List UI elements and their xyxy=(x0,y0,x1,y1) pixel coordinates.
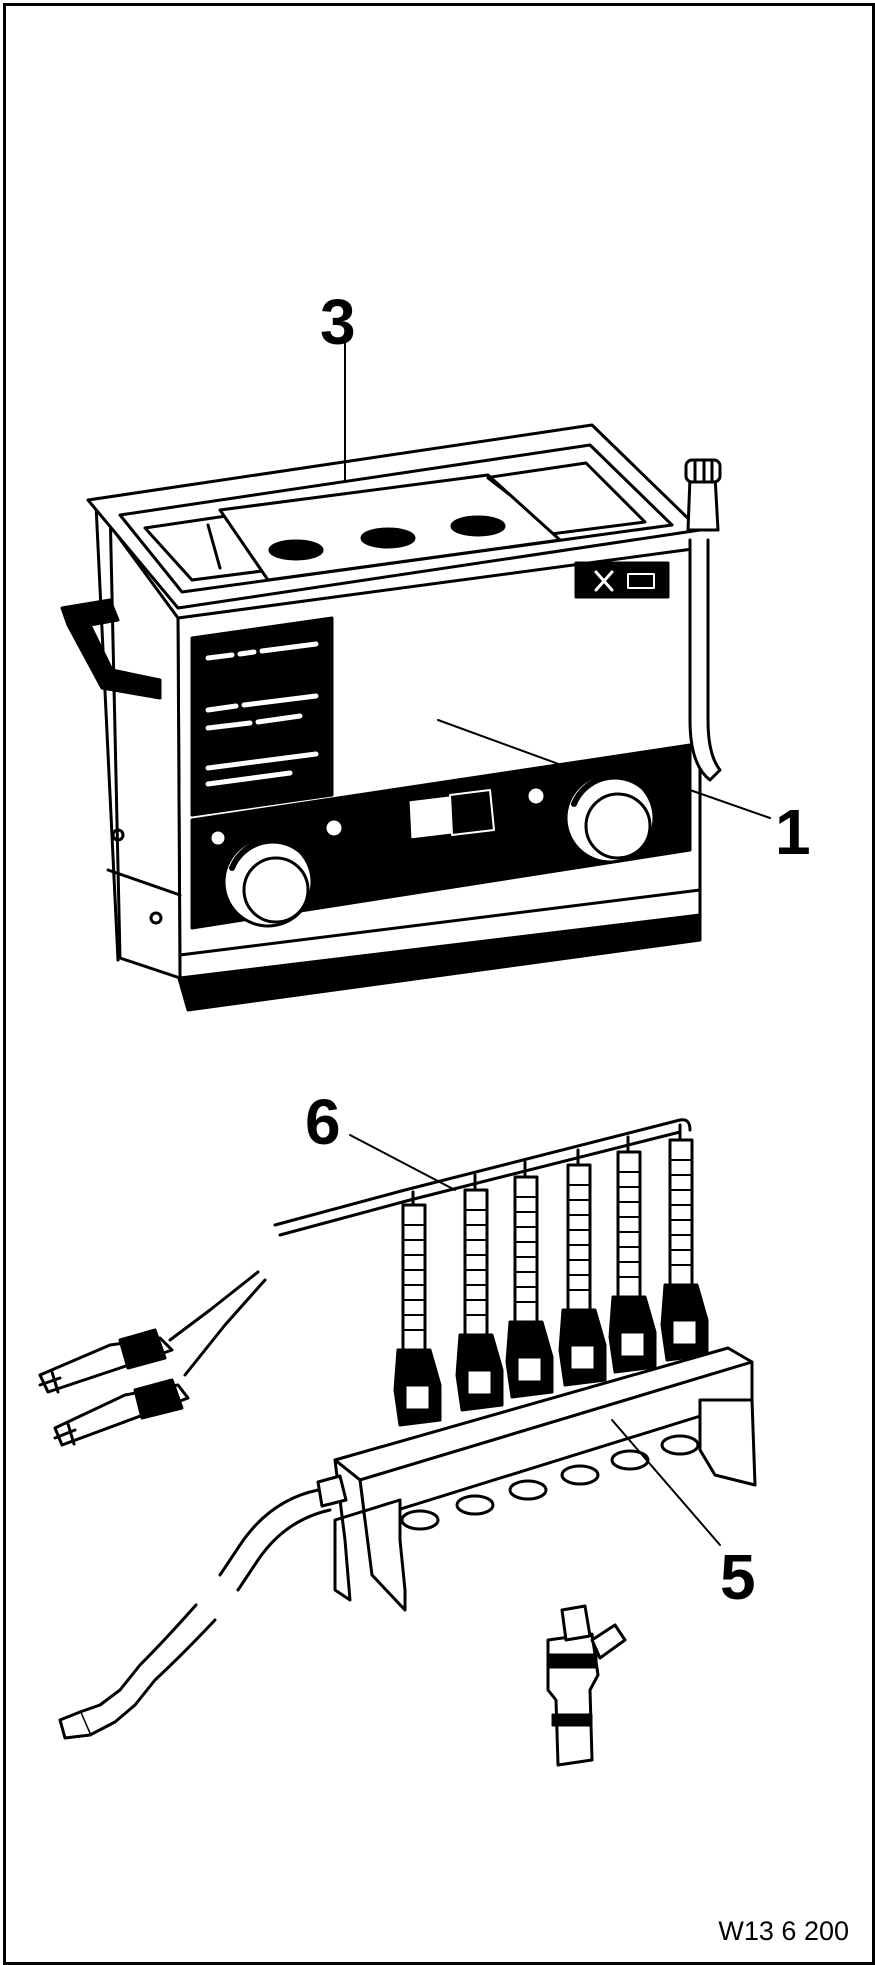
rail-bracket-left xyxy=(333,1458,407,1612)
crocodile-clip-2 xyxy=(53,1378,190,1447)
connector-plug-3 xyxy=(505,1160,554,1399)
harness-wire-inner xyxy=(278,1130,682,1237)
lid-edge-right xyxy=(486,476,512,497)
injector-harness xyxy=(38,1118,709,1447)
side-screw-2 xyxy=(149,911,163,925)
indicator-rect-icon xyxy=(627,573,655,589)
side-screw-1 xyxy=(111,828,125,842)
lid-hole-3 xyxy=(450,515,506,537)
connector-plug-4 xyxy=(558,1148,607,1387)
clip-wire-1 xyxy=(168,1270,260,1342)
crocodile-clip-1 xyxy=(38,1328,174,1394)
diagram-frame xyxy=(3,3,875,1965)
left-control-knob[interactable] xyxy=(222,836,314,928)
callout-1: 1 xyxy=(775,796,811,868)
hose-upper-inner xyxy=(236,1508,332,1592)
injector-connector xyxy=(590,1623,627,1660)
hose-end-fitting xyxy=(78,1688,137,1737)
ultrasonic-cleaner xyxy=(60,423,722,1012)
harness-wire-outer xyxy=(273,1118,692,1227)
rail-ports xyxy=(400,1434,700,1531)
injector-band-2 xyxy=(551,1713,593,1727)
connector-plug-1 xyxy=(393,1190,442,1427)
connector-plug-6 xyxy=(660,1123,709,1362)
tank-handle xyxy=(60,598,162,700)
connector-plug-5 xyxy=(608,1135,657,1374)
lid-edge-left xyxy=(206,523,222,570)
hose-nozzle xyxy=(58,1710,92,1740)
leader-line-1a xyxy=(437,719,576,771)
hose-upper-outer xyxy=(218,1488,320,1577)
indicator-lamp-1 xyxy=(208,828,228,848)
fuel-hose xyxy=(58,1488,332,1740)
figure-reference-code: W13 6 200 xyxy=(718,1916,849,1946)
hose-fitting xyxy=(316,1474,348,1508)
lid-hole-1 xyxy=(268,539,324,561)
drain-valve-body xyxy=(686,474,720,532)
hose-lower-inner xyxy=(133,1618,217,1707)
indicator-lamp-2 xyxy=(323,817,345,839)
drain-pipe xyxy=(688,538,722,782)
test-fuel-rail xyxy=(316,1346,757,1612)
callout-6: 6 xyxy=(305,1086,341,1158)
data-plate-text-marks xyxy=(205,641,319,787)
fuel-injector xyxy=(546,1604,627,1767)
callout-3: 3 xyxy=(320,286,356,358)
injector-band-1 xyxy=(546,1653,598,1669)
leader-line-5 xyxy=(611,1419,721,1546)
tank-side-line xyxy=(106,868,182,897)
tank-side-edge xyxy=(94,503,120,962)
connector-plugs xyxy=(393,1123,709,1427)
tank-front-band xyxy=(178,888,702,957)
indicator-lamp-3 xyxy=(525,785,547,807)
rocker-switch-half xyxy=(449,789,495,836)
leader-line-1b xyxy=(689,789,771,819)
hose-lower-outer xyxy=(118,1603,198,1692)
right-control-knob[interactable] xyxy=(564,772,656,864)
callout-5: 5 xyxy=(720,1541,756,1613)
x-mark-icon xyxy=(594,570,614,592)
lid-hole-2 xyxy=(360,527,416,549)
leader-line-6 xyxy=(349,1134,456,1191)
connector-plug-2 xyxy=(455,1173,504,1412)
injector-top xyxy=(560,1604,592,1642)
rail-bracket-right xyxy=(698,1398,757,1487)
clip-wire-2 xyxy=(183,1278,267,1377)
